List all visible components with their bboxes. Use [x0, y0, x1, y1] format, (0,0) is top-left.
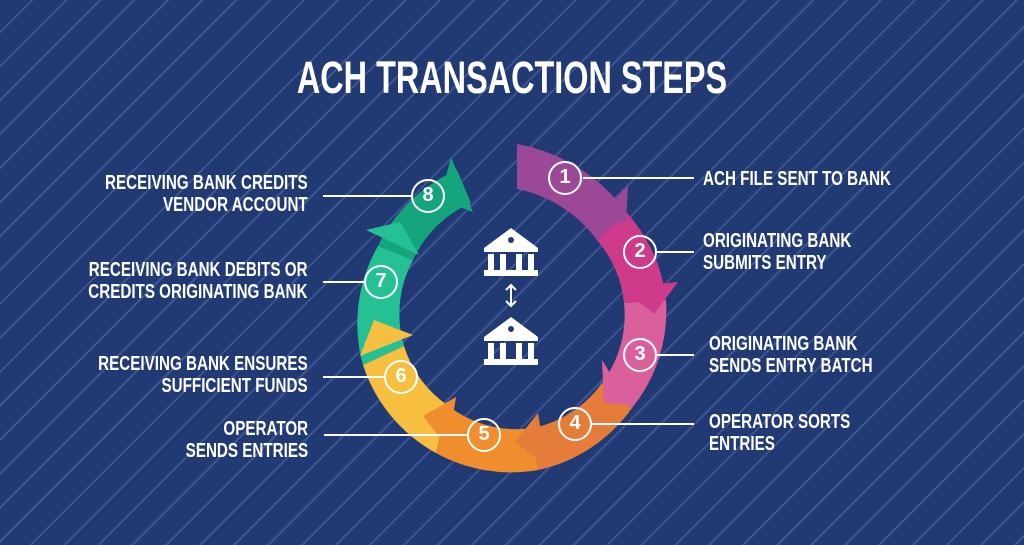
segment-step-2 — [597, 212, 678, 314]
step-label-2: ORIGINATING BANK SUBMITS ENTRY — [703, 230, 851, 274]
segment-step-8 — [378, 157, 473, 260]
bidirectional-arrow-icon — [505, 283, 517, 308]
step-7-text-line2: CREDITS ORIGINATING BANK — [88, 281, 308, 303]
step-number-7: 7 — [375, 270, 387, 292]
step-3-text-line2: SENDS ENTRY BATCH — [709, 355, 873, 377]
segment-step-6 — [360, 320, 447, 453]
step-label-4: OPERATOR SORTS ENTRIES — [709, 411, 850, 455]
segment-step-4 — [515, 383, 632, 470]
step-4-text-line2: ENTRIES — [709, 433, 775, 455]
step-label-7: RECEIVING BANK DEBITS OR CREDITS ORIGINA… — [89, 259, 308, 303]
step-8-text-line1: RECEIVING BANK CREDITS — [105, 172, 308, 194]
step-number-2: 2 — [634, 240, 646, 262]
step-label-1: ACH FILE SENT TO BANK — [703, 168, 891, 190]
page-title: ACH TRANSACTION STEPS — [296, 52, 728, 103]
step-badges — [364, 161, 657, 452]
step-5-text-line1: OPERATOR — [223, 418, 308, 440]
leader-lines — [323, 177, 694, 436]
step-label-5: OPERATOR SENDS ENTRIES — [186, 418, 308, 462]
step-8-text-line2: VENDOR ACCOUNT — [163, 194, 308, 216]
step-5-text-line2: SENDS ENTRIES — [185, 440, 308, 462]
step-1-text: ACH FILE SENT TO BANK — [703, 168, 892, 190]
step-number-1: 1 — [559, 166, 571, 188]
step-label-6: RECEIVING BANK ENSURES SUFFICIENT FUNDS — [99, 353, 308, 397]
bank-icon-top — [484, 228, 538, 276]
step-number-4: 4 — [569, 412, 581, 434]
segment-step-3 — [602, 300, 667, 408]
step-7-text-line1: RECEIVING BANK DEBITS OR — [89, 259, 308, 281]
step-number-3: 3 — [634, 343, 646, 365]
bank-icon-bottom — [484, 317, 538, 365]
step-6-text-line1: RECEIVING BANK ENSURES — [98, 353, 308, 375]
step-2-text-line2: SUBMITS ENTRY — [703, 252, 827, 274]
step-2-text-line1: ORIGINATING BANK — [703, 230, 852, 252]
step-number-6: 6 — [395, 365, 407, 387]
step-3-text-line1: ORIGINATING BANK — [709, 333, 858, 355]
step-4-text-line1: OPERATOR SORTS — [709, 411, 851, 433]
step-label-8: RECEIVING BANK CREDITS VENDOR ACCOUNT — [105, 172, 308, 216]
step-6-text-line2: SUFFICIENT FUNDS — [161, 375, 308, 397]
step-number-5: 5 — [478, 423, 490, 445]
step-label-3: ORIGINATING BANK SENDS ENTRY BATCH — [709, 333, 873, 377]
step-number-8: 8 — [422, 184, 434, 206]
